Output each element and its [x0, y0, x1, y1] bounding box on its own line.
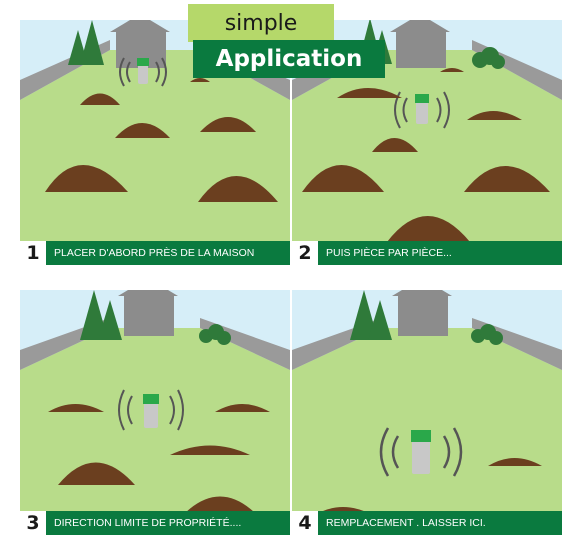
house-icon [390, 20, 450, 68]
scene-illustration [292, 290, 562, 535]
repeller-device-icon [411, 430, 431, 474]
molehill-icon [45, 78, 278, 202]
step-caption: PUIS PIÈCE PAR PIÈCE... [326, 247, 452, 259]
step-number: 3 [20, 511, 46, 535]
house-icon [392, 290, 452, 336]
title-application: Application [193, 40, 385, 78]
repeller-device-icon [143, 394, 159, 428]
tree-icon [68, 20, 104, 65]
scene-illustration [20, 290, 290, 535]
sound-wave-icon [118, 389, 184, 431]
bush-icon [199, 324, 231, 345]
caption-bar: 3 DIRECTION LIMITE DE PROPRIÉTÉ.... [20, 511, 290, 535]
caption-bar: 4 REMPLACEMENT . LAISSER ICI. [292, 511, 562, 535]
step-number: 1 [20, 241, 46, 265]
bush-icon [472, 47, 505, 69]
panel-3: 3 DIRECTION LIMITE DE PROPRIÉTÉ.... [20, 290, 290, 535]
sound-wave-icon [119, 57, 167, 87]
house-icon [118, 290, 178, 336]
tree-icon [80, 290, 122, 340]
step-number: 4 [292, 511, 318, 535]
repeller-device-icon [137, 58, 149, 84]
tree-icon [350, 290, 392, 340]
panel-4: 4 REMPLACEMENT . LAISSER ICI. [292, 290, 562, 535]
step-caption: PLACER D'ABORD PRÈS DE LA MAISON [54, 247, 255, 259]
step-caption: REMPLACEMENT . LAISSER ICI. [326, 517, 486, 529]
sound-wave-icon [379, 427, 463, 477]
sound-wave-icon [394, 91, 450, 129]
caption-bar: 2 PUIS PIÈCE PAR PIÈCE... [292, 241, 562, 265]
title-simple: simple [188, 4, 334, 42]
repeller-device-icon [415, 94, 429, 124]
step-number: 2 [292, 241, 318, 265]
bush-icon [471, 324, 503, 345]
step-caption: DIRECTION LIMITE DE PROPRIÉTÉ.... [54, 517, 242, 529]
caption-bar: 1 PLACER D'ABORD PRÈS DE LA MAISON [20, 241, 290, 265]
molehill-icon [302, 68, 550, 242]
